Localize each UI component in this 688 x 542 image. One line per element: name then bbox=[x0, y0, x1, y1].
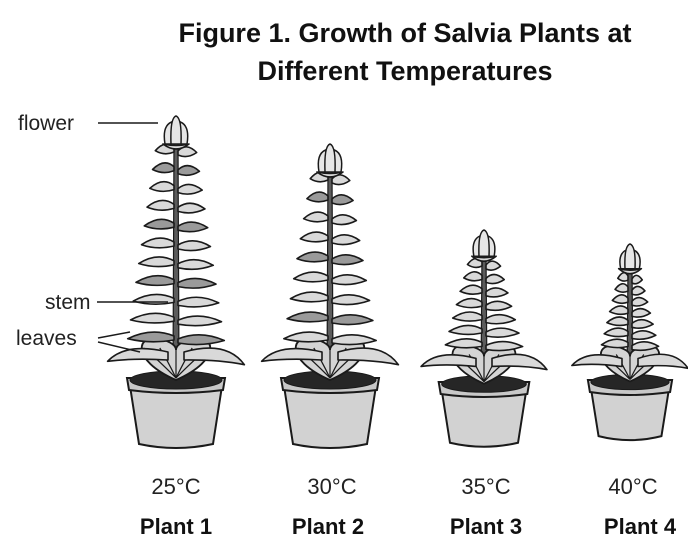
plant-2-leaf-right bbox=[332, 255, 363, 265]
callout-flower-label: flower bbox=[18, 112, 74, 135]
plant-1-flower bbox=[163, 116, 189, 149]
plant-2-leaf-left bbox=[294, 272, 328, 282]
plant-3-label: Plant 3 bbox=[450, 514, 522, 539]
plant-4-side-leaf-right bbox=[638, 354, 688, 368]
figure-title-line-1: Figure 1. Growth of Salvia Plants at bbox=[178, 18, 631, 48]
plant-1-leaf-right bbox=[178, 335, 224, 345]
plant-4-leaf-left bbox=[612, 295, 628, 303]
plant-1-leaf-right bbox=[178, 297, 219, 307]
plant-2-pot bbox=[284, 386, 376, 448]
plant-2-leaf-left bbox=[300, 232, 328, 242]
plant-2-temperature: 30°C bbox=[307, 474, 356, 499]
callout-stem-label: stem bbox=[45, 291, 91, 314]
plant-2-label: Plant 2 bbox=[292, 514, 364, 539]
plant-1-leaf-right bbox=[178, 166, 199, 176]
plant-4-leaf-right bbox=[632, 298, 648, 306]
plant-2-leaf-left bbox=[287, 312, 328, 322]
plant-1-leaf-right bbox=[178, 184, 202, 194]
plant-2-leaf-right bbox=[332, 275, 366, 285]
plant-3-leaf-left bbox=[464, 272, 482, 281]
plant-3-leaf-right bbox=[486, 288, 508, 297]
plant-1-leaf-right bbox=[178, 203, 205, 213]
plant-1-leaf-right bbox=[178, 241, 211, 251]
plant-3-leaf-right bbox=[486, 328, 519, 337]
plant-4-side-leaf-left bbox=[572, 355, 622, 367]
plant-2-illustration bbox=[262, 144, 399, 448]
plant-3-pot bbox=[442, 390, 527, 447]
plant-3-leaf-left bbox=[456, 299, 482, 308]
callout-leaves-leader-1 bbox=[98, 332, 130, 338]
plant-3-leaf-right bbox=[486, 275, 504, 284]
plant-3-leaf-right bbox=[486, 261, 501, 270]
plant-1-temperature: 25°C bbox=[151, 474, 200, 499]
plant-4-leaf-right bbox=[632, 309, 650, 317]
plant-2-leaf-left bbox=[307, 192, 328, 202]
plant-3-side-leaf-left bbox=[421, 355, 476, 367]
plant-1-illustration bbox=[108, 116, 245, 448]
plant-1-leaf-left bbox=[130, 313, 174, 323]
plant-3-leaf-right bbox=[486, 342, 523, 351]
plant-2-leaf-right bbox=[332, 195, 353, 205]
plant-1-leaf-left bbox=[128, 332, 174, 342]
callout-leaves: leaves bbox=[16, 327, 140, 352]
plant-4-leaf-left bbox=[604, 328, 628, 336]
plant-1-leaf-left bbox=[139, 257, 174, 267]
plant-4-leaf-left bbox=[610, 306, 628, 314]
plants-layer bbox=[108, 116, 688, 448]
plant-4-leaf-right bbox=[632, 286, 645, 294]
plant-4-illustration bbox=[572, 244, 688, 440]
plant-4-temperature: 40°C bbox=[608, 474, 657, 499]
plant-1-leaf-right bbox=[178, 260, 213, 270]
plant-3-leaf-left bbox=[449, 325, 482, 334]
plant-4-leaf-right bbox=[632, 331, 656, 339]
callout-flower: flower bbox=[18, 112, 158, 135]
plant-3-leaf-right bbox=[486, 301, 512, 310]
plant-2-leaf-left bbox=[304, 212, 328, 222]
plant-2-leaf-right bbox=[332, 295, 370, 305]
plant-1-leaf-right bbox=[178, 278, 216, 288]
plant-1-leaf-left bbox=[150, 182, 174, 192]
plant-3-temperature: 35°C bbox=[461, 474, 510, 499]
plant-2-leaf-right bbox=[332, 315, 373, 325]
plant-2-side-leaf-left bbox=[262, 349, 322, 362]
plant-4-flower bbox=[619, 244, 642, 274]
plant-2-leaf-right bbox=[332, 215, 356, 225]
plant-2-leaf-right bbox=[332, 335, 376, 345]
plant-4-leaf-right bbox=[632, 275, 642, 283]
plant-2-leaf-right bbox=[332, 235, 360, 245]
plant-1-leaf-left bbox=[136, 276, 174, 286]
plant-4-leaf-left bbox=[601, 339, 628, 347]
plant-2-leaf-left bbox=[284, 332, 328, 342]
plant-2-leaf-left bbox=[290, 292, 328, 302]
plant-1-side-leaf-left bbox=[108, 349, 168, 362]
plant-4-leaf-right bbox=[632, 320, 653, 328]
plant-2-leaf-left bbox=[297, 252, 328, 262]
plant-1-leaf-left bbox=[144, 219, 174, 229]
callout-leaves-leader-2 bbox=[98, 342, 140, 352]
plant-3-leaf-left bbox=[460, 285, 482, 294]
figure-title-line-2: Different Temperatures bbox=[257, 56, 552, 86]
plant-1-leaf-right bbox=[178, 222, 208, 232]
plant-1-leaf-right bbox=[178, 316, 222, 326]
plant-1-label: Plant 1 bbox=[140, 514, 212, 539]
plant-4-leaf-left bbox=[615, 284, 628, 292]
plant-3-illustration bbox=[421, 230, 547, 447]
plant-1-leaf-left bbox=[153, 163, 174, 173]
callout-leaves-label: leaves bbox=[16, 327, 77, 350]
plant-3-flower bbox=[472, 230, 496, 261]
plant-1-leaf-left bbox=[147, 200, 174, 210]
plant-3-leaf-right bbox=[486, 315, 515, 324]
plant-3-leaf-left bbox=[453, 312, 482, 321]
plant-4-leaf-left bbox=[607, 317, 628, 325]
plant-1-leaf-left bbox=[142, 238, 175, 248]
plant-2-flower bbox=[317, 144, 343, 177]
plant-4-label: Plant 4 bbox=[604, 514, 677, 539]
plant-3-leaf-left bbox=[445, 339, 482, 348]
plant-1-pot bbox=[130, 386, 222, 448]
